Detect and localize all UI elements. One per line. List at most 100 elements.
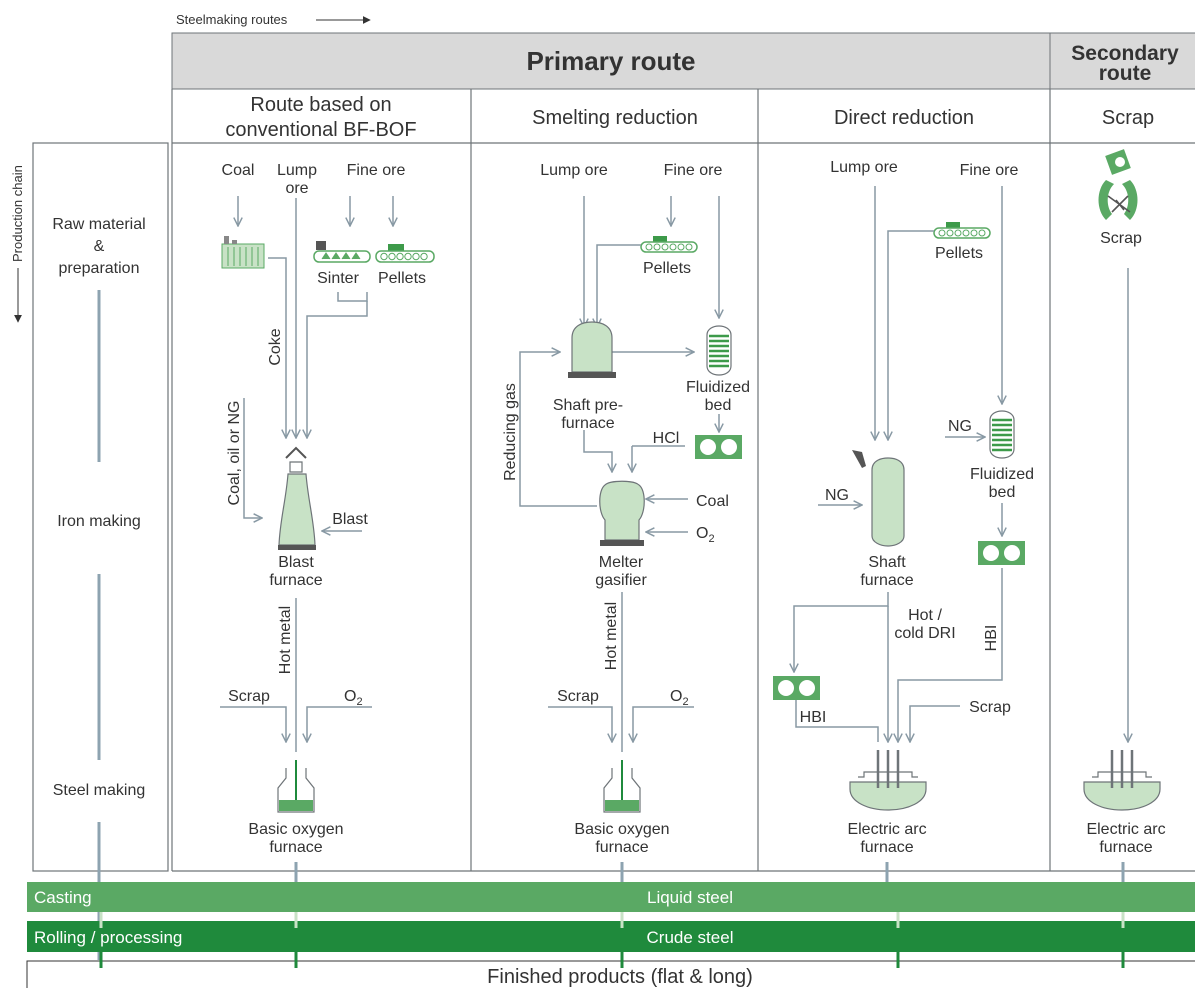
sr-pellet-conveyor-icon [640, 236, 698, 253]
secondary-route-title-l1: Secondary [1071, 42, 1179, 65]
eaf-icon-2 [1083, 750, 1161, 811]
bof-icon-1 [277, 760, 315, 813]
secondary-route-header [1049, 32, 1195, 90]
dr-fluid-label-l1: Fluidized [970, 466, 1034, 483]
column-smelting-title: Smelting reduction [532, 107, 698, 129]
dr-scrap-label: Scrap [969, 699, 1011, 716]
finished-products-box [26, 960, 1195, 988]
dr-flow-lines [794, 186, 1002, 742]
dr-shaft-furnace-icon [852, 450, 905, 547]
rolling-processing-label: Rolling / processing [34, 928, 182, 947]
dr-lump-ore-label: Lump ore [830, 159, 898, 176]
sr-fine-ore-label: Fine ore [664, 162, 723, 179]
dr-eaf-label-l2: furnace [860, 839, 913, 856]
blast-furnace-icon [278, 446, 316, 550]
bf-bof-label-l1: Basic oxygen [248, 821, 343, 838]
bf-coal-label: Coal [222, 162, 255, 179]
sr-reducing-gas-label: Reducing gas [502, 383, 519, 481]
bf-pellets-label: Pellets [378, 270, 426, 287]
bf-hot-metal-label: Hot metal [277, 606, 294, 674]
pellet-conveyor-icon [375, 244, 435, 263]
dr-shaft-label-l2: furnace [860, 572, 913, 589]
column-bf-bof-title-l2: conventional BF-BOF [225, 119, 416, 141]
sr-flow-lines [519, 196, 719, 752]
finished-products-label: Finished products (flat & long) [487, 966, 753, 988]
dr-hbi-label-2: HBI [800, 709, 827, 726]
sr-melter-label-l1: Melter [599, 554, 644, 571]
sec-eaf-label-l1: Electric arc [1086, 821, 1165, 838]
stage-raw-material-l2: & [94, 238, 105, 255]
dr-eaf-label-l1: Electric arc [847, 821, 926, 838]
bf-lump-ore-l1: Lump [277, 162, 317, 179]
casting-bar [27, 882, 1195, 912]
bf-coal-oil-ng-label: Coal, oil or NG [226, 401, 243, 506]
coke-plant-icon [221, 236, 265, 269]
bf-scrap-label: Scrap [228, 688, 270, 705]
dr-dri-label-l1: Hot / [908, 607, 942, 624]
sr-fluidized-bed-icon [706, 325, 732, 376]
dr-fine-ore-label: Fine ore [960, 162, 1019, 179]
bar-connector-ticks [97, 862, 1125, 968]
stage-iron-making: Iron making [57, 513, 141, 530]
bof-icon-2 [603, 760, 641, 813]
sec-eaf-label-l2: furnace [1099, 839, 1152, 856]
dr-dri-label-l2: cold DRI [894, 625, 955, 642]
dr-hbi-briquette-icon-1 [978, 541, 1025, 565]
sr-melter-label-l2: gasifier [595, 572, 647, 589]
stage-raw-material-l1: Raw material [52, 216, 145, 233]
svg-text:Steelmaking routes: Steelmaking routes [176, 12, 288, 27]
sr-hcl-label: HCl [653, 430, 680, 447]
sr-shaft-label-l2: furnace [561, 415, 614, 432]
sr-hot-metal-label: Hot metal [603, 602, 620, 670]
steelmaking-routes-label: Steelmaking routes [176, 12, 371, 27]
bf-flow-lines [220, 198, 372, 752]
sr-fluid-label-l1: Fluidized [686, 379, 750, 396]
scrap-grab-icon [1098, 149, 1138, 220]
primary-route-title: Primary route [526, 46, 695, 76]
bf-blast-label: Blast [332, 511, 368, 528]
sr-o2-label: O2 [696, 525, 715, 545]
bf-sinter-label: Sinter [317, 270, 359, 287]
column-bf-bof-title-l1: Route based on [250, 94, 391, 116]
stage-raw-material-l3: preparation [59, 260, 140, 277]
dr-hbi-label-1: HBI [983, 625, 1000, 652]
bf-o2-label: O2 [344, 688, 363, 708]
dr-fluid-label-l2: bed [989, 484, 1016, 501]
column-direct-title: Direct reduction [834, 107, 974, 129]
rolling-bar [27, 921, 1195, 952]
dr-pellet-conveyor-icon [933, 222, 991, 239]
dr-hbi-briquette-icon-2 [773, 676, 820, 700]
sr-bof-label-l2: furnace [595, 839, 648, 856]
sr-shaft-label-l1: Shaft pre- [553, 397, 623, 414]
sr-lump-ore-label: Lump ore [540, 162, 608, 179]
stage-steel-making: Steel making [53, 782, 146, 799]
svg-text:Production chain: Production chain [10, 165, 25, 262]
dr-shaft-label-l1: Shaft [868, 554, 906, 571]
sec-scrap-label: Scrap [1100, 230, 1142, 247]
crude-steel-label: Crude steel [647, 928, 734, 947]
production-chain-label: Production chain [10, 165, 25, 323]
sr-scrap-label: Scrap [557, 688, 599, 705]
sr-shaft-prefurnace-icon [568, 321, 616, 378]
column-scrap-title: Scrap [1102, 107, 1154, 129]
liquid-steel-label: Liquid steel [647, 888, 733, 907]
secondary-route-title-l2: route [1099, 62, 1152, 85]
sr-bof-label-l1: Basic oxygen [574, 821, 669, 838]
sr-o2-label-bof: O2 [670, 688, 689, 708]
sr-pellets-label: Pellets [643, 260, 691, 277]
bf-bof-label-l2: furnace [269, 839, 322, 856]
primary-route-header [171, 32, 1051, 90]
sinter-conveyor-icon [313, 241, 371, 263]
bf-coke-label: Coke [267, 328, 284, 365]
bf-lump-ore-l2: ore [285, 180, 308, 197]
casting-label: Casting [34, 888, 92, 907]
eaf-icon-1 [849, 750, 927, 811]
dr-pellets-label: Pellets [935, 245, 983, 262]
sr-melter-gasifier-icon [599, 480, 645, 546]
bf-furnace-label-l1: Blast [278, 554, 314, 571]
sr-fluid-label-l2: bed [705, 397, 732, 414]
sr-hbi-briquette-icon [695, 435, 742, 459]
dr-ng-label-2: NG [825, 487, 849, 504]
sr-coal-label: Coal [696, 493, 729, 510]
